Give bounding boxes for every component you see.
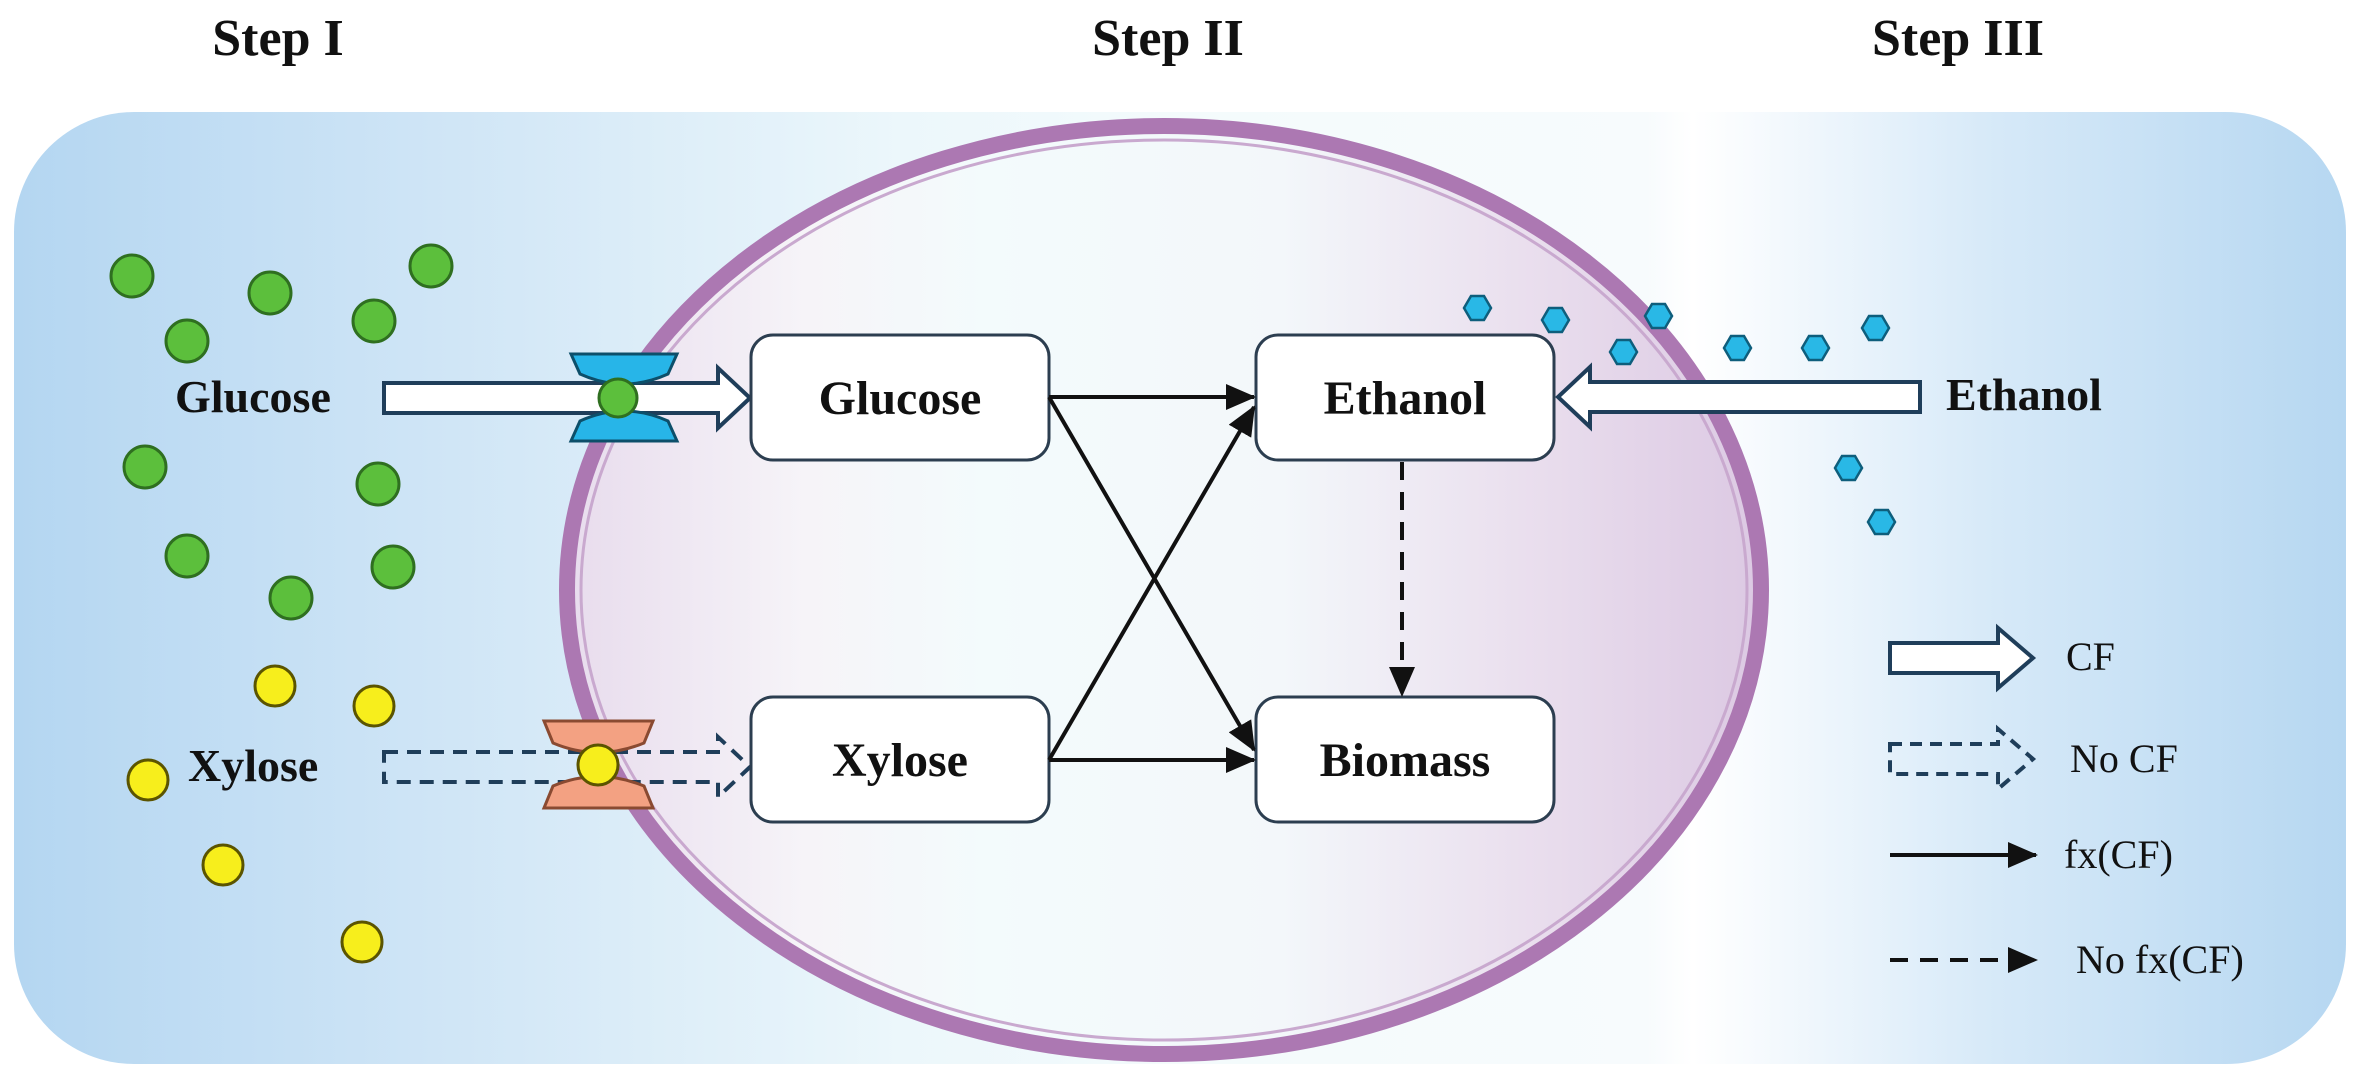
- xylose-particle: [576, 743, 620, 787]
- legend-item-no-fx-cf: No fx(CF): [1890, 937, 2244, 982]
- glucose-particles: [109, 243, 454, 621]
- legend-cf-label: CF: [2066, 634, 2115, 679]
- ethanol-particle: [1608, 338, 1639, 366]
- cell: [559, 118, 1769, 1062]
- legend-item-cf: CF: [1888, 623, 2115, 693]
- step-2-label: Step II: [1092, 10, 1244, 67]
- legend-no-cf-symbol: [1888, 724, 2037, 794]
- ethanol-particle: [1866, 508, 1897, 536]
- glucose-particle: [355, 461, 401, 507]
- glucose-particle: [164, 318, 210, 364]
- node-glucose-label: Glucose: [819, 372, 982, 425]
- glucose-particle: [351, 298, 397, 344]
- node-glucose: Glucose: [749, 333, 1051, 462]
- glucose-particle: [109, 253, 155, 299]
- xylose-particles: [126, 664, 396, 964]
- xylose-particle: [340, 920, 384, 964]
- ethanol-particle: [1860, 314, 1891, 342]
- glucose-particle: [408, 243, 454, 289]
- ethanol-cf-arrow: [1555, 362, 1922, 432]
- legend-item-no-cf: No CF: [1888, 724, 2178, 794]
- legend-item-fx-cf: fx(CF): [1890, 832, 2173, 877]
- ethanol-particle: [1462, 294, 1493, 322]
- xylose-particle: [126, 758, 170, 802]
- arrow-xylose-to-ethanol: [1047, 405, 1256, 762]
- ethanol-particle: [1722, 334, 1753, 362]
- ethanol-particle: [1833, 454, 1864, 482]
- node-ethanol: Ethanol: [1254, 333, 1556, 462]
- legend: CF No CF fx(CF) No fx(CF): [1888, 623, 2244, 982]
- glucose-cf-arrow: [382, 363, 753, 433]
- xylose-particle: [352, 684, 396, 728]
- legend-fx-cf-label: fx(CF): [2064, 832, 2173, 877]
- legend-no-cf-label: No CF: [2070, 736, 2178, 781]
- xylose-particle: [201, 843, 245, 887]
- node-xylose-label: Xylose: [832, 734, 968, 787]
- node-xylose: Xylose: [749, 695, 1051, 824]
- node-ethanol-label: Ethanol: [1324, 372, 1487, 425]
- outer-glucose-label: Glucose: [175, 371, 331, 422]
- glucose-particle: [247, 270, 293, 316]
- xylose-particle: [253, 664, 297, 708]
- glucose-particle: [370, 544, 416, 590]
- cell-wall-inner: [579, 138, 1749, 1042]
- legend-cf-symbol: [1888, 623, 2037, 693]
- transporter-icon: [568, 352, 680, 443]
- transporter-icon: [541, 719, 656, 810]
- outer-ethanol-label: Ethanol: [1946, 369, 2102, 420]
- glucose-particle: [268, 575, 314, 621]
- step-1-label: Step I: [212, 10, 343, 67]
- ethanol-particles: [1462, 294, 1897, 536]
- glucose-particle: [597, 377, 639, 419]
- glucose-particle: [122, 444, 168, 490]
- xylose-no-cf-arrow: [382, 732, 753, 802]
- glucose-particle: [164, 533, 210, 579]
- node-biomass-label: Biomass: [1320, 734, 1491, 787]
- ethanol-particle: [1643, 302, 1674, 330]
- legend-no-fx-cf-label: No fx(CF): [2076, 937, 2244, 982]
- ethanol-particle: [1540, 306, 1571, 334]
- node-biomass: Biomass: [1254, 695, 1556, 824]
- arrow-glucose-to-biomass: [1047, 395, 1256, 752]
- ethanol-particle: [1800, 334, 1831, 362]
- outer-xylose-label: Xylose: [188, 740, 318, 791]
- step-3-label: Step III: [1872, 10, 2044, 67]
